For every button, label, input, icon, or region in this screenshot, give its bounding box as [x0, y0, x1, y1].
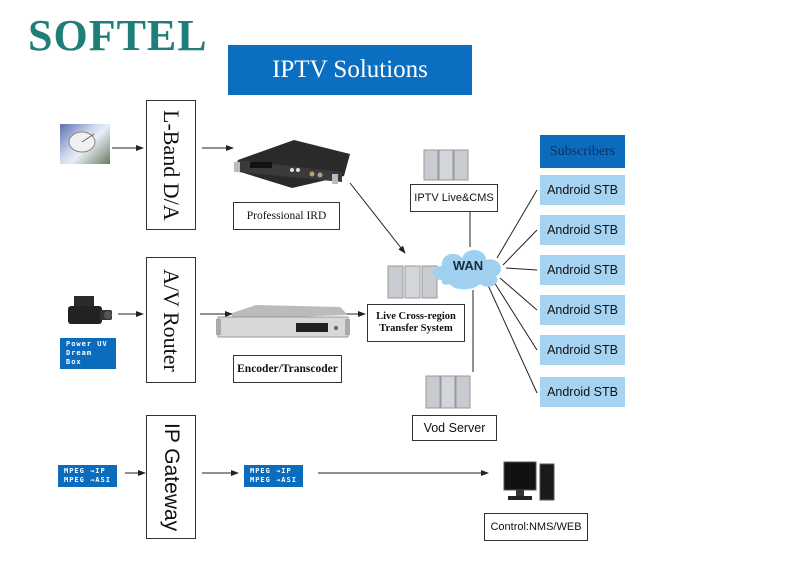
line-wan-stb-4	[499, 277, 538, 311]
ip-gateway-box: IP Gateway	[146, 415, 196, 539]
line-wan-stb-3	[505, 267, 538, 271]
android-stb-5: Android STB	[540, 335, 625, 365]
encoder-label: Encoder/Transcoder	[233, 355, 342, 383]
subscribers-header: Subscribers	[540, 135, 625, 168]
wan-label: WAN	[452, 258, 484, 273]
line-wan-stb-2	[502, 229, 538, 266]
control-nms-web-label: Control:NMS/WEB	[484, 513, 588, 541]
cloud-icon	[433, 249, 501, 290]
vod-server-icon	[424, 374, 474, 410]
ird-device-icon	[232, 132, 350, 188]
video-camera-icon	[64, 292, 114, 328]
computer-icon	[500, 458, 558, 506]
line-wan-stb-6	[486, 282, 538, 394]
vod-server-label: Vod Server	[412, 415, 497, 441]
line-wan-stb-5	[493, 281, 538, 351]
android-stb-2: Android STB	[540, 215, 625, 245]
android-stb-6: Android STB	[540, 377, 625, 407]
ird-label: Professional IRD	[233, 202, 340, 230]
cross-region-server-icon	[386, 264, 440, 300]
lband-da-box: L-Band D/A	[146, 100, 196, 230]
line-wan-stb-1	[496, 189, 538, 259]
page-title: IPTV Solutions	[228, 45, 472, 95]
iptv-live-server-icon	[422, 148, 472, 182]
softel-logo: SOFTEL	[28, 11, 208, 60]
wan-cloud: WAN	[428, 244, 508, 290]
cross-region-label: Live Cross-region Transfer System	[367, 304, 465, 342]
android-stb-1: Android STB	[540, 175, 625, 205]
encoder-device-icon	[212, 305, 352, 339]
av-router-box: A/V Router	[146, 257, 196, 383]
iptv-live-cms-label: IPTV Live&CMS	[410, 184, 498, 212]
android-stb-4: Android STB	[540, 295, 625, 325]
satellite-dish-icon	[60, 124, 110, 164]
mpeg-input-badge: MPEG →IP MPEG →ASI	[58, 465, 117, 487]
dream-box-badge: Power UV Dream Box	[60, 338, 116, 369]
android-stb-3: Android STB	[540, 255, 625, 285]
arrow-ird-to-wan	[349, 182, 406, 254]
mpeg-output-badge: MPEG →IP MPEG →ASI	[244, 465, 303, 487]
